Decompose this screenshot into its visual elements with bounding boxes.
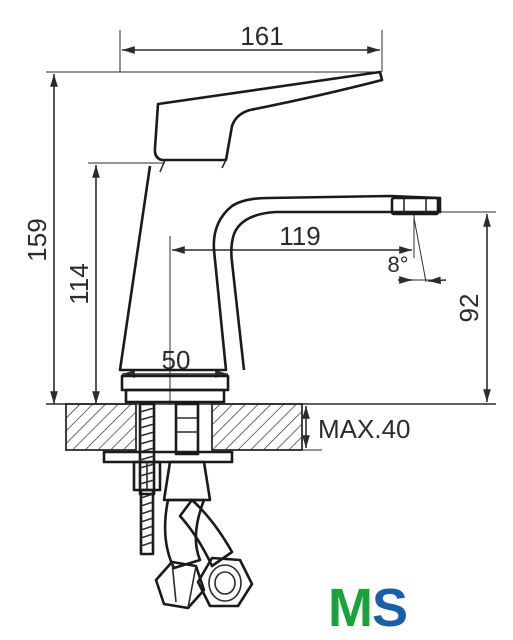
spout-angle-label: 8° xyxy=(387,252,408,277)
spout-reach-label: 119 xyxy=(279,221,320,251)
hose-nut-right xyxy=(196,556,254,608)
base-plate xyxy=(120,374,230,392)
faucet-body xyxy=(118,70,442,404)
overall-height-label: 159 xyxy=(22,218,52,261)
logo-letter-m: M xyxy=(328,578,373,638)
spout-height-label: 92 xyxy=(454,294,484,323)
ms-logo: M S xyxy=(328,578,408,638)
dimension-body-height: 114 xyxy=(64,162,165,404)
overall-width-label: 161 xyxy=(240,21,283,51)
deck-thickness-label: MAX.40 xyxy=(318,414,411,444)
dimension-spout-reach: 119 xyxy=(169,212,415,404)
dimension-spout-height: 92 xyxy=(440,211,496,402)
hose-nut-left xyxy=(154,560,206,610)
mounting-deck-section xyxy=(65,403,303,451)
fixing-stud xyxy=(102,402,234,556)
handle-lever xyxy=(153,70,384,162)
logo-letter-s: S xyxy=(372,578,408,638)
spout-aerator xyxy=(390,196,440,216)
body-height-label: 114 xyxy=(64,263,94,304)
dimension-spout-angle: 8° xyxy=(387,217,447,285)
dimension-deck-thickness: MAX.40 xyxy=(296,406,411,451)
dimension-overall-height: 159 xyxy=(22,71,380,404)
dimension-overall-width: 161 xyxy=(119,21,383,72)
